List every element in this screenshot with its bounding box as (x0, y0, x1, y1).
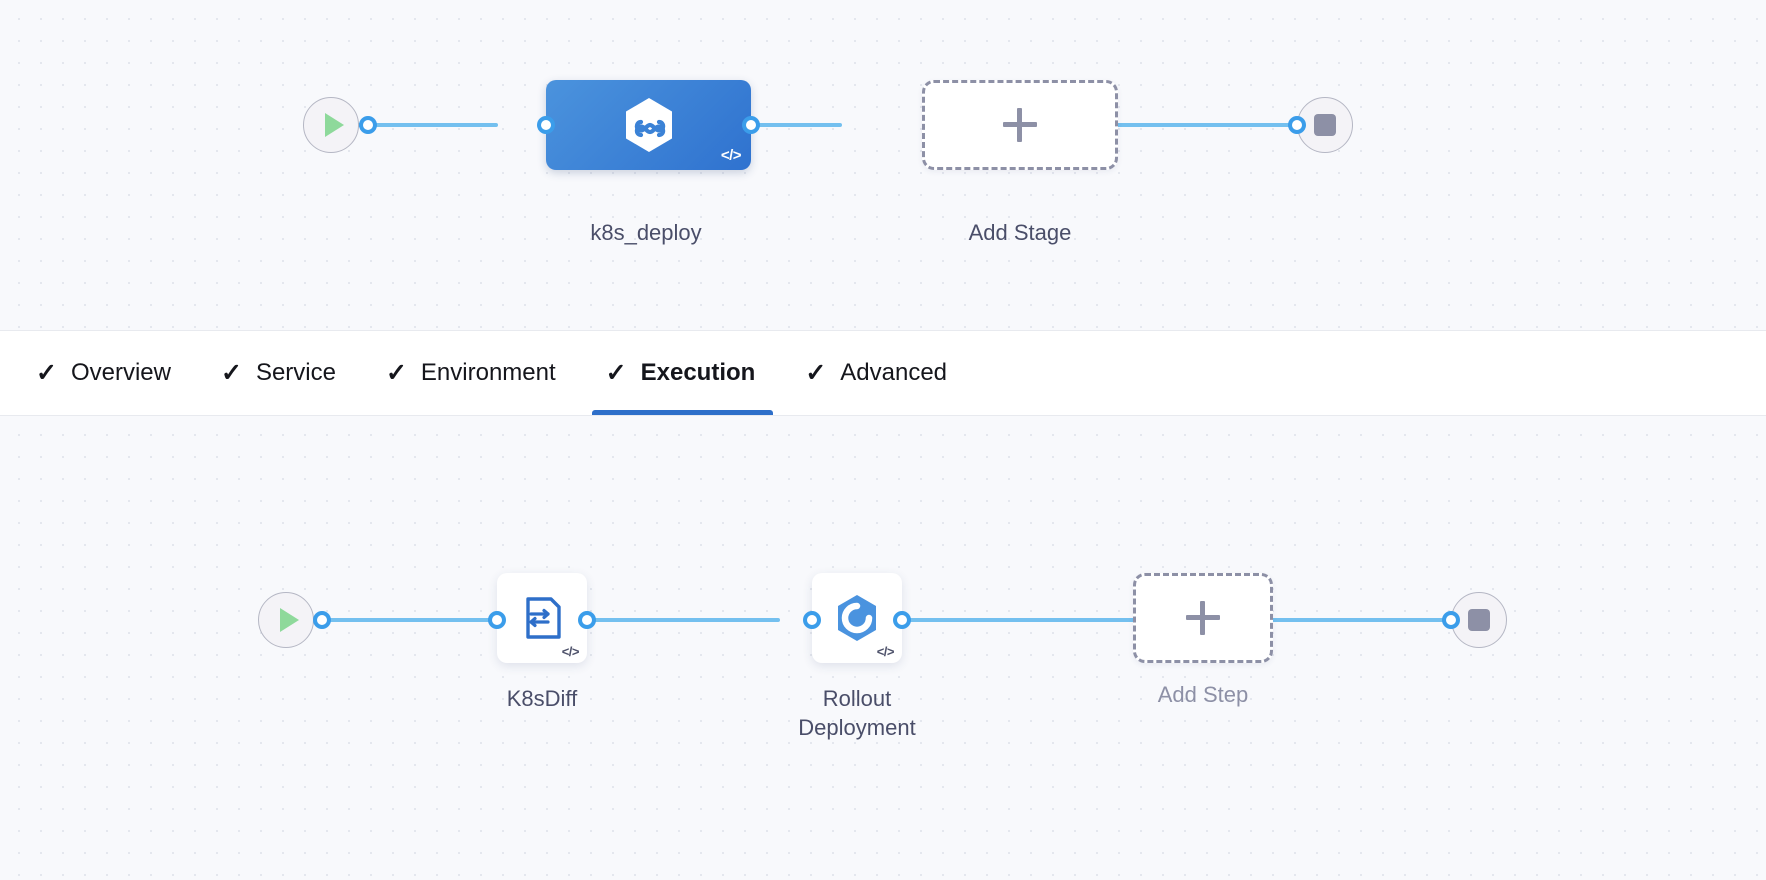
execution-steps-canvas[interactable]: </> K8sDiff </> Rollout Deployment (0, 416, 1766, 880)
k8sdiff-output-port[interactable] (578, 611, 596, 629)
check-icon: ✓ (805, 358, 827, 387)
tab-overview-label: Overview (70, 359, 171, 386)
stage-node-k8s-deploy[interactable]: </> (546, 80, 751, 170)
tab-service-label: Service (255, 359, 336, 386)
k8sdiff-input-port[interactable] (488, 611, 506, 629)
tab-environment[interactable]: ✓ Environment (372, 331, 592, 415)
plus-icon (1003, 108, 1037, 142)
tab-execution[interactable]: ✓ Execution (591, 331, 792, 415)
check-icon: ✓ (220, 358, 242, 387)
stage-start-node[interactable] (303, 97, 359, 153)
connector-start-to-k8sdiff (292, 618, 502, 622)
rollout-deployment-hexagon-icon (838, 595, 876, 641)
stage-flow-graph: </> k8s_deploy Add Stage (0, 0, 1766, 330)
step-flow-graph: </> K8sDiff </> Rollout Deployment (0, 416, 1766, 880)
k8s-diff-document-icon (526, 597, 561, 639)
play-icon (279, 608, 299, 632)
stage-node-input-port[interactable] (537, 116, 555, 134)
tab-environment-label: Environment (420, 359, 556, 386)
add-stage-label: Add Stage (968, 220, 1072, 245)
play-icon (324, 113, 344, 137)
connector-add-step-to-end (1133, 618, 1453, 622)
rollout-input-port[interactable] (803, 611, 821, 629)
stage-node-label: k8s_deploy (590, 220, 702, 245)
tab-execution-label: Execution (640, 359, 756, 386)
harness-deployment-hexagon-icon (625, 98, 672, 152)
stage-end-port[interactable] (1288, 116, 1306, 134)
code-indicator-icon: </> (561, 644, 580, 659)
check-icon: ✓ (605, 358, 627, 387)
step-end-port[interactable] (1442, 611, 1460, 629)
add-stage-button[interactable] (922, 80, 1118, 170)
code-indicator-icon: </> (876, 644, 895, 659)
code-indicator-icon: </> (720, 147, 742, 164)
stage-node-output-port[interactable] (742, 116, 760, 134)
step-node-rollout-deployment[interactable]: </> (812, 573, 902, 663)
tab-advanced-label: Advanced (840, 359, 948, 386)
stage-canvas[interactable]: </> k8s_deploy Add Stage (0, 0, 1766, 330)
stop-icon (1314, 114, 1336, 136)
stage-start-port[interactable] (359, 116, 377, 134)
stage-config-tabs: ✓ Overview ✓ Service ✓ Environment ✓ Exe… (0, 330, 1766, 416)
step-node-rollout-label: Rollout Deployment (798, 686, 916, 740)
tab-advanced[interactable]: ✓ Advanced (791, 331, 983, 415)
rollout-output-port[interactable] (893, 611, 911, 629)
check-icon: ✓ (385, 358, 407, 387)
add-step-label: Add Step (1157, 682, 1249, 707)
tab-overview[interactable]: ✓ Overview (22, 331, 207, 415)
step-end-node[interactable] (1451, 592, 1507, 648)
plus-icon (1186, 601, 1220, 635)
check-icon: ✓ (36, 358, 57, 387)
connector-start-to-k8s-deploy (318, 123, 498, 127)
step-node-k8sdiff-label: K8sDiff (506, 686, 578, 711)
tab-service[interactable]: ✓ Service (207, 331, 372, 415)
step-start-node[interactable] (258, 592, 314, 648)
step-node-k8sdiff[interactable]: </> (497, 573, 587, 663)
add-step-button[interactable] (1133, 573, 1273, 663)
connector-k8sdiff-to-rollout (570, 618, 780, 622)
stop-icon (1468, 609, 1490, 631)
connector-add-stage-to-end (1000, 123, 1310, 127)
connector-rollout-to-add-step (850, 618, 1140, 622)
step-start-port[interactable] (313, 611, 331, 629)
